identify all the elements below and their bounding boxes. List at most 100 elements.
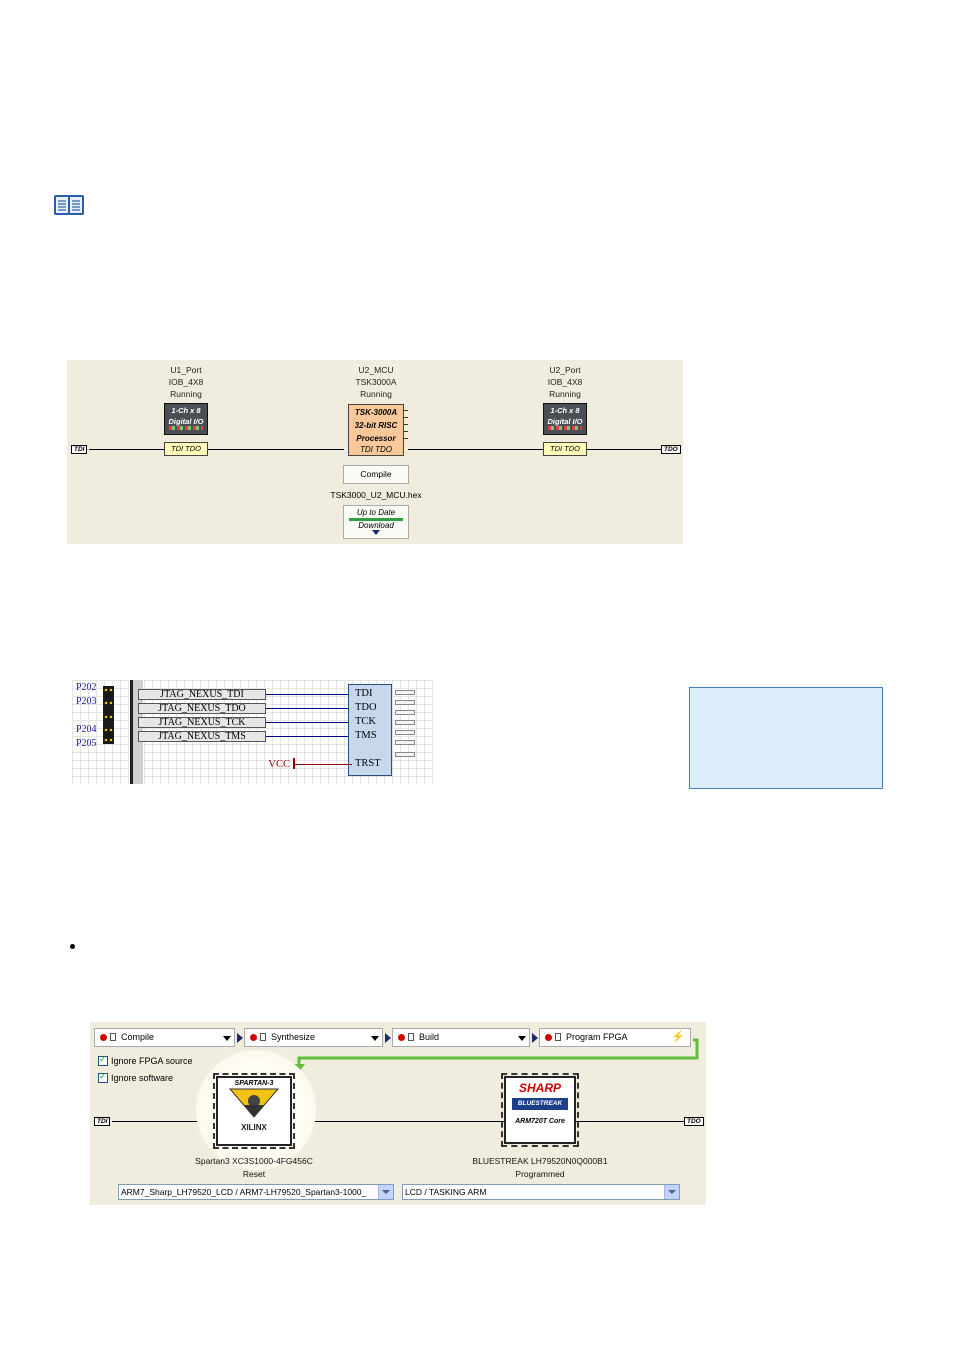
jtag-schematic: P202 P203 P204 P205 JTAG_NEXUS_TDI JTAG_… bbox=[72, 680, 434, 784]
configuration-combo[interactable]: LCD / TASKING ARM bbox=[402, 1184, 680, 1200]
status-dot-icon bbox=[545, 1034, 552, 1041]
chain-port bbox=[395, 690, 415, 695]
page-icon bbox=[555, 1033, 561, 1041]
flow-label: Build bbox=[419, 1032, 440, 1042]
device-part: IOB_4X8 bbox=[547, 377, 583, 387]
page-icon bbox=[110, 1033, 116, 1041]
fpga-logo-icon bbox=[228, 1088, 280, 1118]
jtag-component[interactable] bbox=[348, 684, 392, 776]
ignore-fpga-source-checkbox[interactable] bbox=[98, 1054, 108, 1066]
soft-devices-chain-panel: TDI TDO U1_Port IOB_4X8 Running 1-Ch x 8… bbox=[67, 360, 683, 544]
signal-wire bbox=[266, 722, 352, 723]
mcu-core: ARM720T Core bbox=[515, 1118, 565, 1125]
synthesize-flow-button[interactable]: Synthesize bbox=[244, 1028, 383, 1047]
build-flow-button[interactable]: Build bbox=[392, 1028, 530, 1047]
vcc-wire bbox=[295, 764, 352, 765]
chip-text: 1-Ch x 8 bbox=[171, 406, 201, 415]
chip-text: TSK-3000A bbox=[354, 408, 398, 417]
lightning-icon: ⚡ bbox=[671, 1031, 685, 1043]
mcu-name: BLUESTREAK LH79520N0Q000B1 bbox=[472, 1156, 608, 1166]
jtag-port-box: TDI TDO bbox=[543, 442, 587, 456]
checkbox-label: Ignore software bbox=[111, 1073, 174, 1083]
led-strip bbox=[169, 426, 203, 430]
chip-text: 1-Ch x 8 bbox=[550, 406, 580, 415]
mcu-brand-top: SHARP bbox=[518, 1081, 561, 1095]
chevron-down-icon[interactable] bbox=[371, 1036, 379, 1041]
device-u2-port-chip[interactable]: 1-Ch x 8 Digital I/O bbox=[543, 403, 587, 435]
tdi-port: TDI bbox=[71, 445, 88, 454]
chip-pin bbox=[404, 417, 408, 418]
hex-file-label: TSK3000_U2_MCU.hex bbox=[330, 490, 422, 500]
combo-value: ARM7_Sharp_LH79520_LCD / ARM7-LH79520_Sp… bbox=[121, 1187, 367, 1197]
chevron-down-icon[interactable] bbox=[378, 1185, 393, 1199]
signal-wire bbox=[266, 708, 352, 709]
compile-flow-button[interactable]: Compile bbox=[94, 1028, 235, 1047]
jtag-pin-label: TDI bbox=[355, 688, 373, 699]
ignore-software-checkbox[interactable] bbox=[98, 1071, 108, 1083]
mcu-status: Programmed bbox=[515, 1169, 565, 1179]
sheet-border bbox=[130, 680, 133, 784]
program-fpga-flow-button[interactable]: Program FPGA ⚡ bbox=[539, 1028, 691, 1047]
chevron-down-icon[interactable] bbox=[664, 1185, 679, 1199]
chip-pin bbox=[404, 410, 408, 411]
net-label: JTAG_NEXUS_TCK bbox=[138, 717, 266, 728]
chain-wire bbox=[408, 449, 543, 450]
chip-text: 32-bit RISC bbox=[354, 421, 398, 430]
device-u2-mcu-label: U2_MCU TSK3000A Running bbox=[316, 364, 436, 400]
status-dot-icon bbox=[398, 1034, 405, 1041]
tdo-port: TDO bbox=[684, 1117, 704, 1126]
arrow-right-icon bbox=[385, 1033, 391, 1043]
checkbox-label: Ignore FPGA source bbox=[111, 1056, 193, 1066]
arrow-right-icon bbox=[237, 1033, 243, 1043]
combo-value: LCD / TASKING ARM bbox=[405, 1187, 487, 1197]
fpga-name: Spartan3 XC3S1000-4FG456C bbox=[195, 1156, 313, 1166]
chevron-down-icon bbox=[372, 530, 380, 535]
flow-label: Compile bbox=[121, 1032, 155, 1042]
up-to-date-label: Up to Date bbox=[356, 508, 396, 517]
device-u1-port-chip[interactable]: 1-Ch x 8 Digital I/O bbox=[164, 403, 208, 435]
led-strip bbox=[548, 426, 582, 430]
device-status: Running bbox=[549, 389, 581, 399]
program-arrow bbox=[293, 1038, 699, 1072]
jtag-port-text: TDI TDO bbox=[360, 445, 392, 454]
net-label: JTAG_NEXUS_TDI bbox=[138, 689, 266, 700]
page-icon bbox=[408, 1033, 414, 1041]
fpga-brand-bottom: XILINX bbox=[241, 1123, 267, 1132]
chain-wire bbox=[208, 449, 344, 450]
device-u2-mcu-chip[interactable]: TSK-3000A 32-bit RISC Processor TDI TDO bbox=[348, 404, 404, 456]
device-designator: U2_MCU bbox=[358, 365, 394, 375]
chevron-down-icon[interactable] bbox=[223, 1036, 231, 1041]
jtag-pin-label: TRST bbox=[355, 758, 381, 769]
page-icon bbox=[260, 1033, 266, 1041]
jtag-port-box: TDI TDO bbox=[164, 442, 208, 456]
net-label: JTAG_NEXUS_TDO bbox=[138, 703, 266, 714]
chevron-down-icon[interactable] bbox=[518, 1036, 526, 1041]
fpga-status: Reset bbox=[242, 1169, 266, 1179]
jtag-chain-wire bbox=[112, 1121, 684, 1122]
compile-button[interactable]: Compile bbox=[343, 465, 409, 484]
note-box bbox=[689, 687, 883, 789]
chain-port bbox=[395, 720, 415, 725]
chip-text: Digital I/O bbox=[168, 417, 204, 426]
chain-port bbox=[395, 740, 415, 745]
device-status: Running bbox=[360, 389, 392, 399]
mcu-chip[interactable]: SHARP BLUESTREAK ARM720T Core bbox=[501, 1073, 579, 1147]
status-dot-icon bbox=[250, 1034, 257, 1041]
download-button[interactable]: Up to Date Download bbox=[343, 505, 409, 539]
flow-label: Synthesize bbox=[271, 1032, 316, 1042]
chain-port bbox=[395, 752, 415, 757]
project-combo[interactable]: ARM7_Sharp_LH79520_LCD / ARM7-LH79520_Sp… bbox=[118, 1184, 394, 1200]
device-u1-label: U1_Port IOB_4X8 Running bbox=[126, 364, 246, 400]
vcc-symbol bbox=[293, 758, 295, 769]
header-connector bbox=[103, 686, 114, 744]
signal-wire bbox=[266, 736, 352, 737]
device-designator: U1_Port bbox=[170, 365, 202, 375]
jtag-pin-label: TMS bbox=[355, 730, 377, 741]
fpga-brand-top: SPARTAN-3 bbox=[234, 1080, 274, 1087]
signal-wire bbox=[266, 694, 352, 695]
device-u2-port-label: U2_Port IOB_4X8 Running bbox=[505, 364, 625, 400]
flow-label: Program FPGA bbox=[566, 1032, 628, 1042]
pin-number: P204 bbox=[76, 724, 97, 735]
fpga-chip[interactable]: SPARTAN-3 XILINX bbox=[213, 1073, 295, 1149]
device-part: IOB_4X8 bbox=[168, 377, 204, 387]
